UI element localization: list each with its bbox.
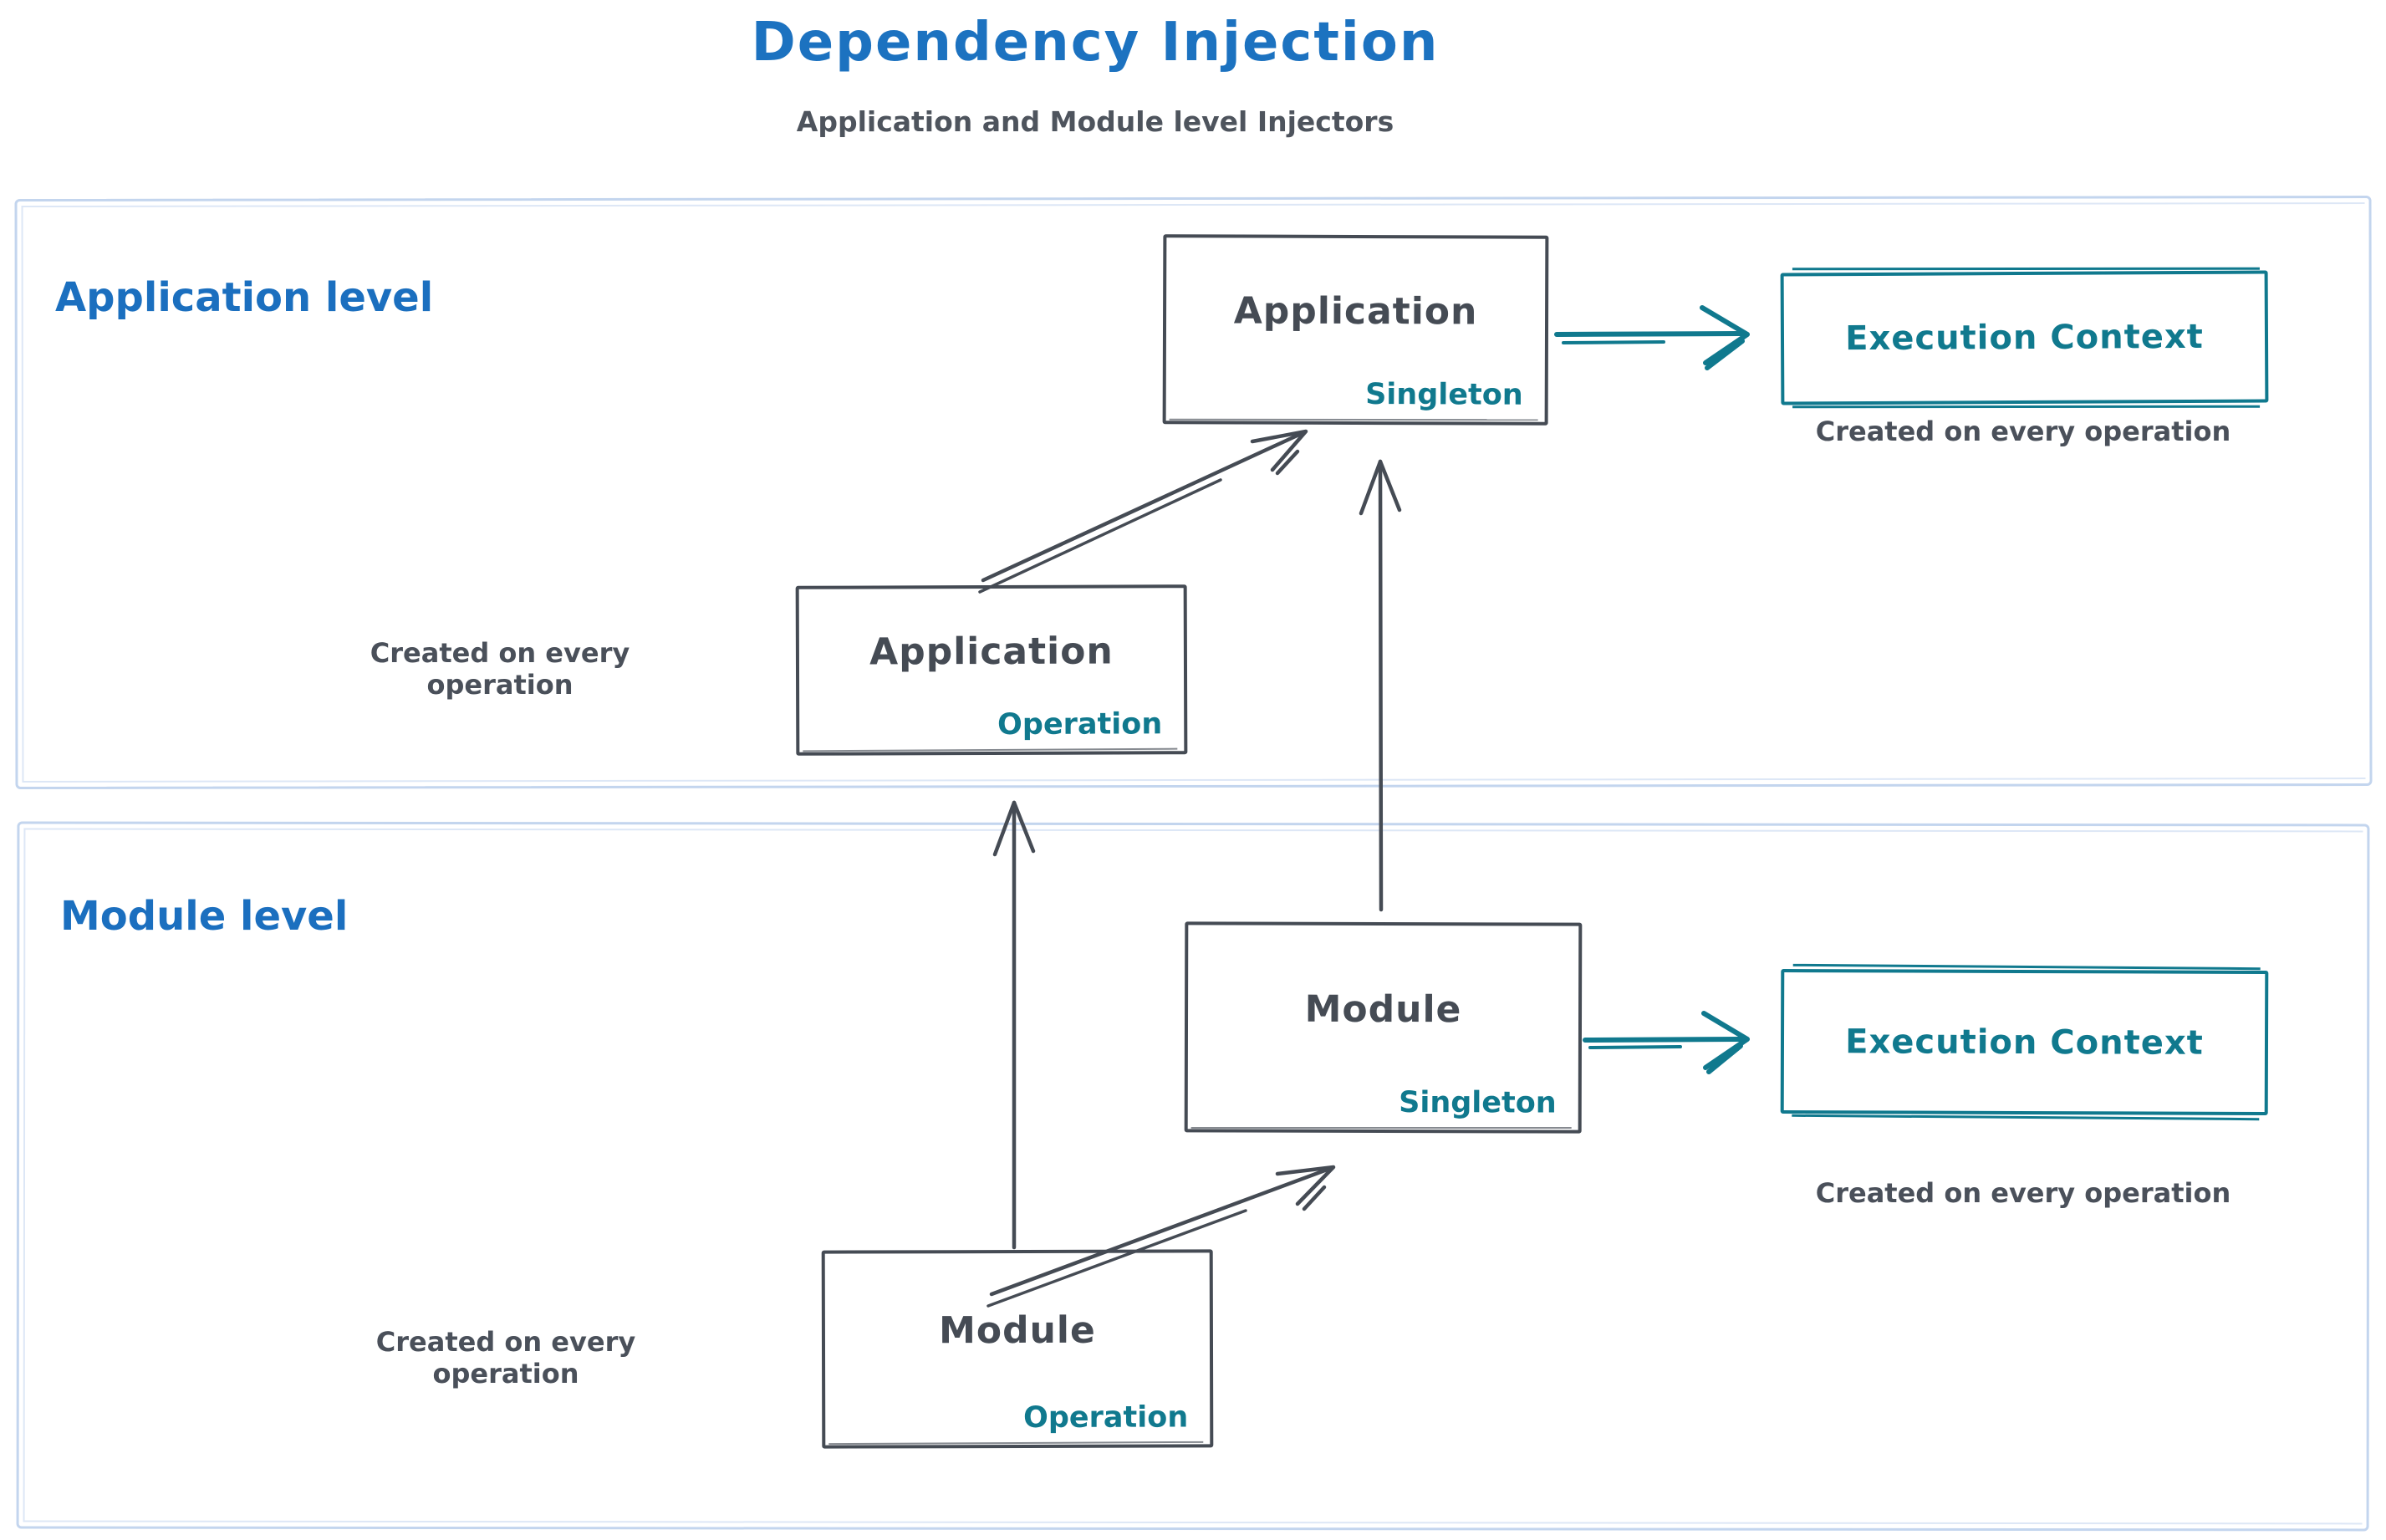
- node-title: Application: [869, 630, 1114, 674]
- node-title: Module: [1304, 987, 1462, 1031]
- execution-context-application-caption: Created on every operation: [1815, 416, 2231, 447]
- node-badge-operation: Operation: [997, 707, 1163, 742]
- node-application-singleton: Application Singleton: [1162, 234, 1549, 426]
- application-level-label: Application level: [55, 274, 434, 321]
- page-subtitle: Application and Module level Injectors: [796, 105, 1394, 138]
- node-badge-singleton: Singleton: [1365, 378, 1523, 412]
- node-badge-operation: Operation: [1023, 1400, 1189, 1435]
- execution-context-module-caption: Created on every operation: [1815, 1177, 2231, 1209]
- execution-context-application: Execution Context: [1780, 270, 2269, 405]
- application-operation-note: Created on every operation: [370, 637, 630, 701]
- execution-context-module: Execution Context: [1780, 968, 2269, 1116]
- node-badge-singleton: Singleton: [1399, 1086, 1557, 1120]
- node-module-singleton: Module Singleton: [1184, 921, 1583, 1134]
- module-operation-note: Created on every operation: [375, 1326, 636, 1390]
- node-title: Module: [938, 1308, 1096, 1353]
- node-module-operation: Module Operation: [821, 1249, 1214, 1449]
- node-application-operation: Application Operation: [795, 584, 1188, 756]
- page-title: Dependency Injection: [751, 12, 1440, 74]
- node-title: Application: [1233, 289, 1478, 334]
- module-level-label: Module level: [60, 893, 349, 940]
